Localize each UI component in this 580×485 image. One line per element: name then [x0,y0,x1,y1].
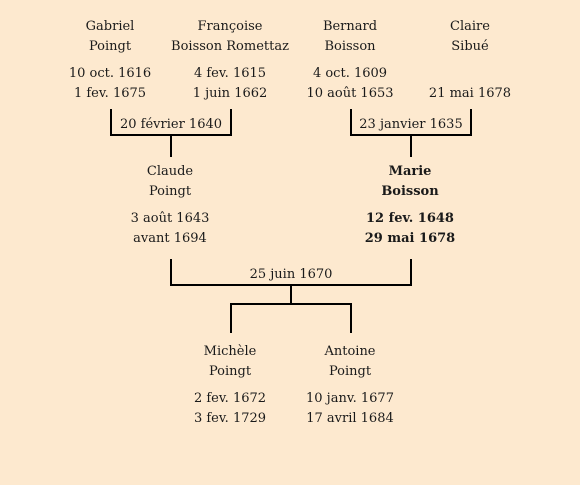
birth-date: 3 août 1643 [130,211,210,226]
first-name: Marie [388,164,432,179]
person-claire-sibue: Claire Sibué 21 mai 1678 [395,17,545,104]
person-francoise-boisson-romettaz: Françoise Boisson Romettaz 4 fev. 1615 1… [155,17,305,104]
death-date: 10 août 1653 [306,86,394,101]
person-gabriel-poingt: Gabriel Poingt 10 oct. 1616 1 fev. 1675 [35,17,185,104]
first-name: Claire [450,19,490,34]
birth-date [395,64,545,84]
birth-date: 4 fev. 1615 [193,66,267,81]
death-date: 3 fev. 1729 [193,411,267,426]
last-name: Boisson [324,39,376,54]
person-antoine-poingt: Antoine Poingt 10 janv. 1677 17 avril 16… [275,342,425,429]
last-name: Sibué [451,39,489,54]
person-michele-poingt: Michèle Poingt 2 fev. 1672 3 fev. 1729 [155,342,305,429]
last-name: Boisson [381,184,439,199]
birth-date: 2 fev. 1672 [193,391,267,406]
birth-date: 4 oct. 1609 [312,66,388,81]
person-bernard-boisson: Bernard Boisson 4 oct. 1609 10 août 1653 [275,17,425,104]
person-marie-boisson: Marie Boisson 12 fev. 1648 29 mai 1678 [335,162,485,249]
person-claude-poingt: Claude Poingt 3 août 1643 avant 1694 [95,162,245,249]
first-name: Claude [146,164,194,179]
death-date: avant 1694 [133,231,207,246]
first-name: Antoine [324,344,376,359]
death-date: 17 avril 1684 [306,411,394,426]
death-date: 21 mai 1678 [428,86,512,101]
birth-date: 10 oct. 1616 [68,66,152,81]
first-name: Michèle [203,344,257,359]
death-date: 29 mai 1678 [364,231,456,246]
death-date: 1 fev. 1675 [73,86,147,101]
birth-date: 12 fev. 1648 [366,211,454,226]
first-name: Bernard [322,19,378,34]
last-name: Poingt [88,39,132,54]
marriage-date-gabriel-francoise: 20 février 1640 [119,117,223,132]
marriage-date-claude-marie: 25 juin 1670 [249,267,333,282]
first-name: Gabriel [85,19,135,34]
first-name: Françoise [197,19,263,34]
death-date: 1 juin 1662 [192,86,268,101]
last-name: Boisson Romettaz [171,39,289,54]
marriage-date-bernard-claire: 23 janvier 1635 [359,117,463,132]
birth-date: 10 janv. 1677 [306,391,394,406]
last-name: Poingt [148,184,192,199]
last-name: Poingt [208,364,252,379]
last-name: Poingt [328,364,372,379]
